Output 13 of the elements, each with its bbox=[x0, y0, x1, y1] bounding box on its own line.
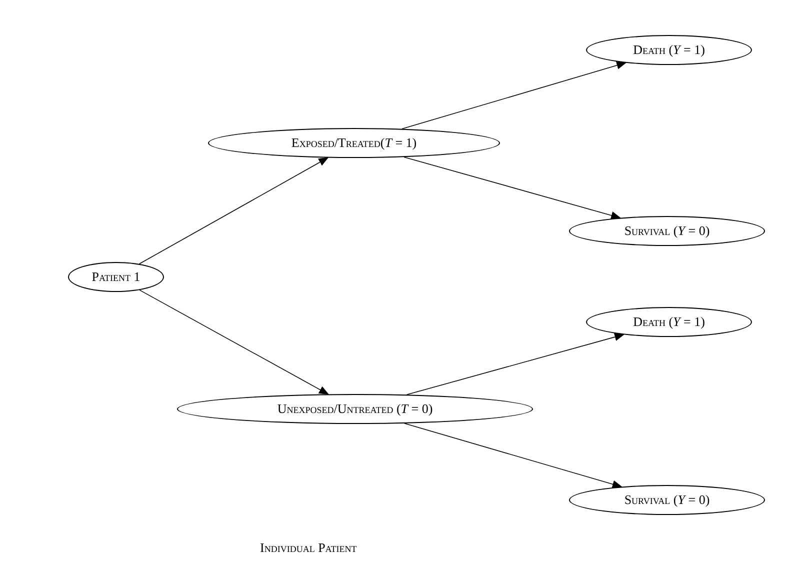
ellipse-node: Death (Y = 1) bbox=[586, 35, 752, 65]
arrow bbox=[402, 62, 627, 130]
ellipse-node: Patient 1 bbox=[68, 262, 164, 292]
ellipse-node: Death (Y = 1) bbox=[586, 307, 752, 337]
ellipse-node: Survival (Y = 0) bbox=[569, 216, 765, 246]
arrow bbox=[404, 423, 622, 488]
arrow bbox=[406, 333, 625, 396]
caption: Individual Patient bbox=[260, 539, 357, 557]
ellipse-node: Unexposed/Untreated (T = 0) bbox=[177, 394, 533, 424]
arrow bbox=[138, 157, 329, 264]
ellipse-node: Exposed/Treated(T = 1) bbox=[208, 128, 500, 158]
arrow bbox=[404, 156, 622, 220]
ellipse-node: Survival (Y = 0) bbox=[569, 485, 765, 515]
